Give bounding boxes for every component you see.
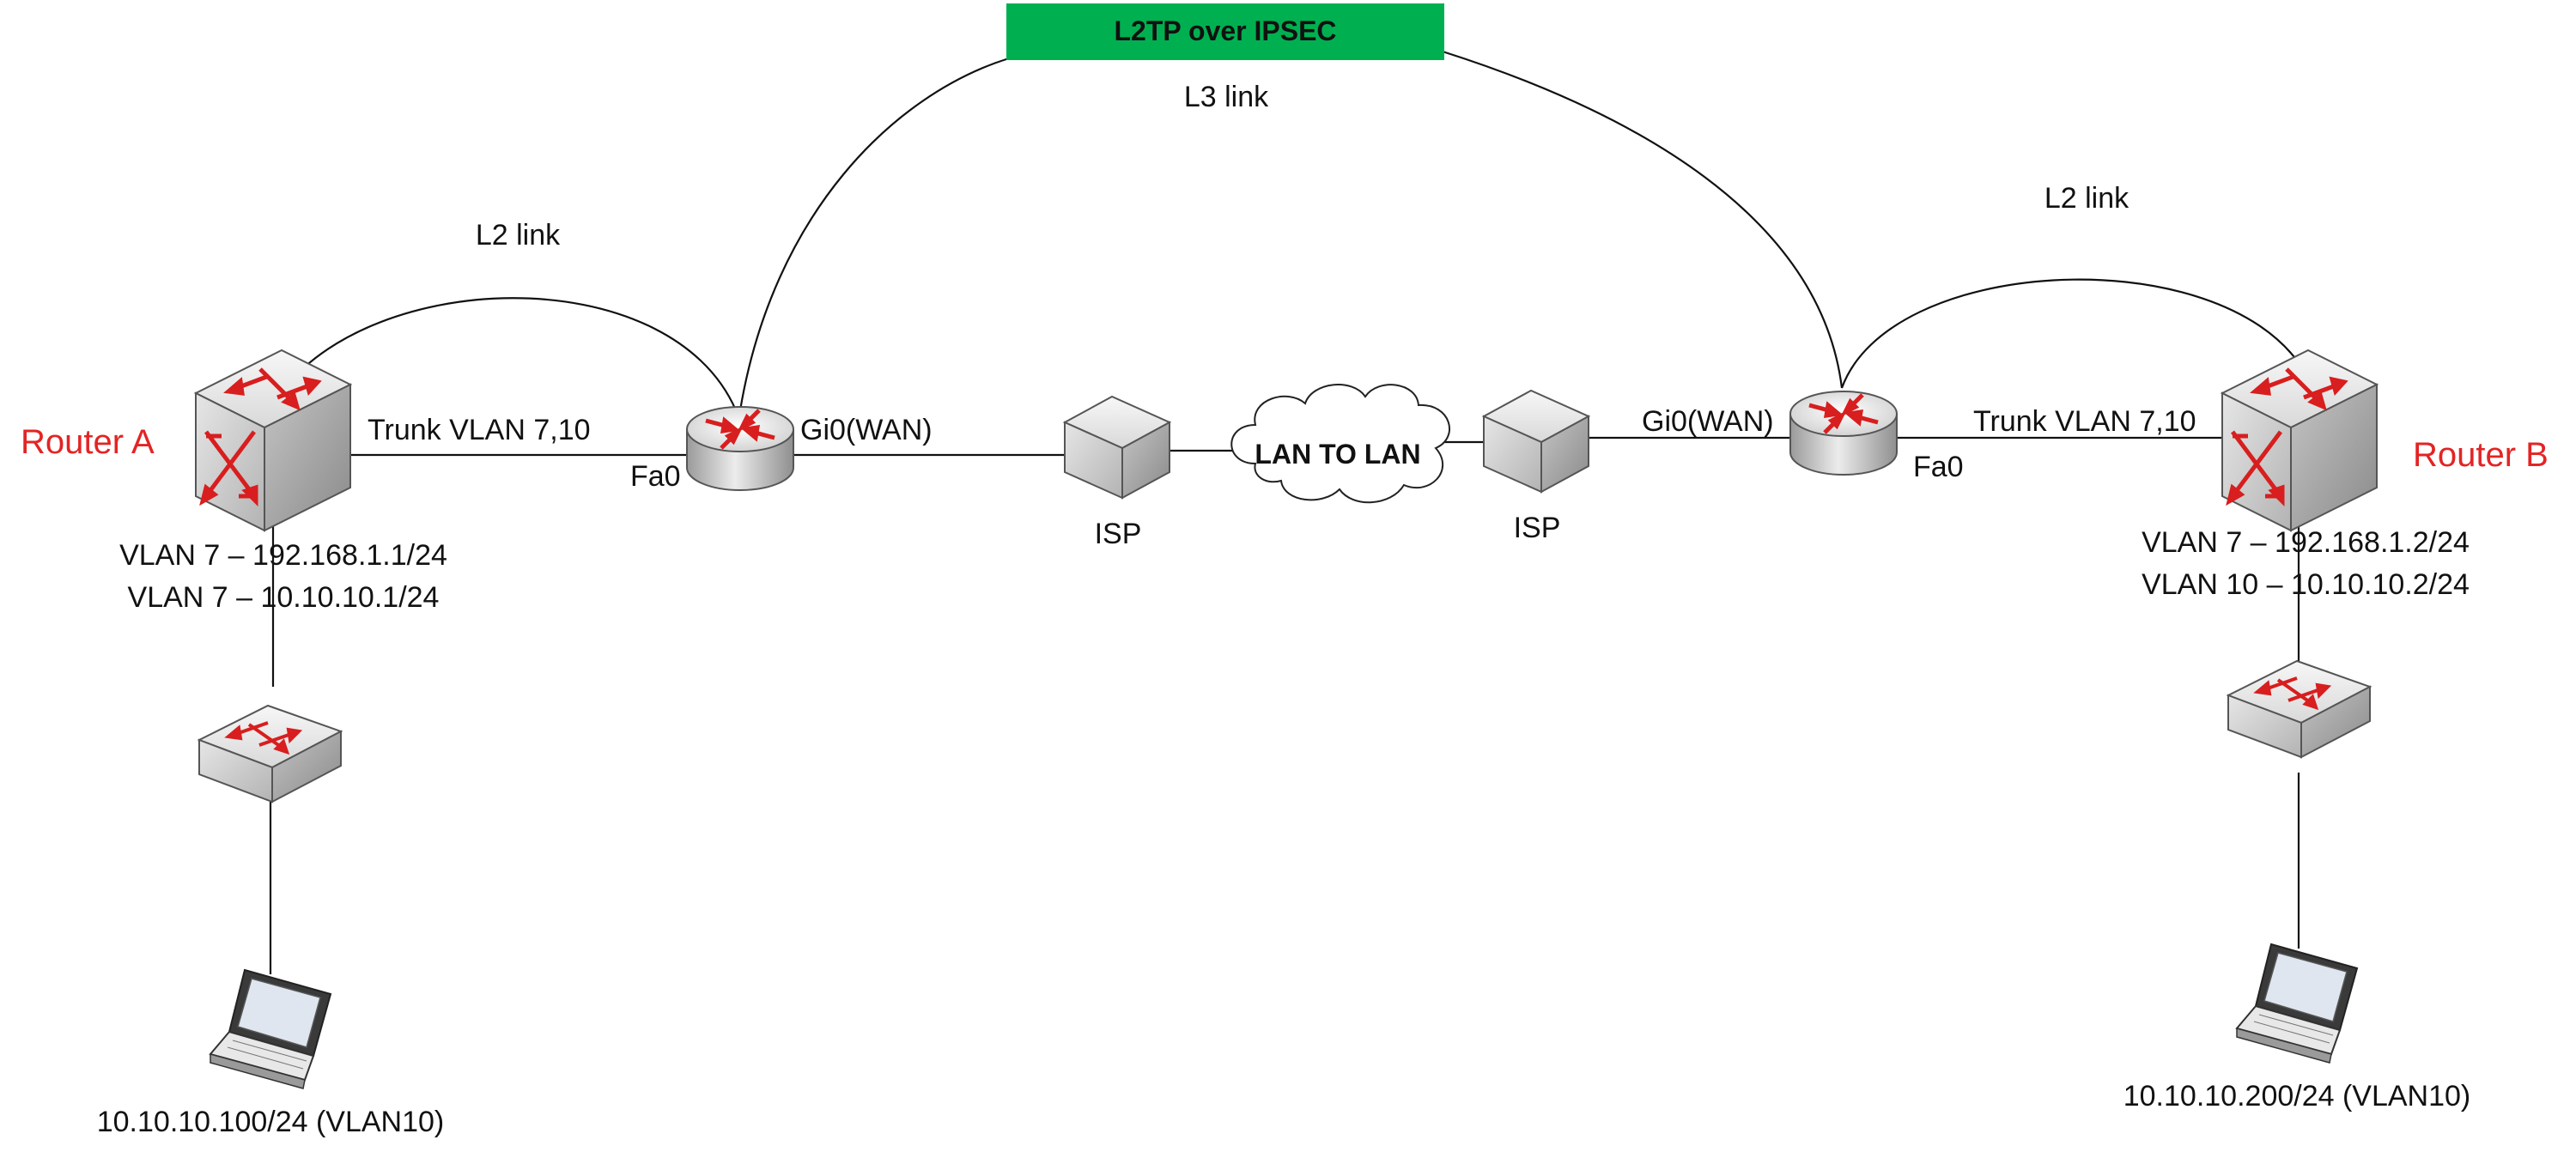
connections: [269, 50, 2300, 974]
right-host-address: 10.10.10.200/24 (VLAN10): [2123, 1080, 2471, 1113]
l2-link-arc-left: [272, 297, 738, 411]
tunnel-label: L2TP over IPSEC: [1114, 15, 1336, 46]
layer3-switch-icon: [2220, 349, 2379, 532]
trunk-label-left: Trunk VLAN 7,10: [368, 414, 591, 446]
switch-icon: [2226, 659, 2372, 759]
lan-to-lan-cloud: LAN TO LAN: [1230, 384, 1450, 504]
router-a-device[interactable]: [193, 349, 353, 532]
laptop-icon: [209, 968, 332, 1089]
layer3-switch-icon: [193, 349, 353, 532]
switch-icon: [197, 704, 343, 803]
left-router-device[interactable]: [686, 406, 794, 491]
fa0-label-left: Fa0: [630, 460, 681, 493]
router-a-vlan-line1: VLAN 7 – 192.168.1.1/24: [119, 539, 447, 572]
left-isp-device[interactable]: [1062, 395, 1172, 500]
l3-link-label: L3 link: [1184, 81, 1269, 113]
cloud-label: LAN TO LAN: [1255, 439, 1420, 470]
laptop-icon: [2235, 943, 2359, 1064]
isp-label-left: ISP: [1095, 518, 1142, 550]
tunnel-banner: L2TP over IPSEC: [1006, 3, 1444, 60]
router-a-vlan-line2: VLAN 7 – 10.10.10.1/24: [128, 581, 440, 614]
tunnel-banner-bg: [1006, 3, 1444, 60]
isp-box-icon: [1481, 389, 1591, 494]
l3-link-arc: [738, 57, 1010, 411]
l2-link-label-right: L2 link: [2044, 182, 2129, 215]
right-router-device[interactable]: [1789, 391, 1898, 476]
cloud-icon: [1230, 384, 1450, 504]
right-access-switch[interactable]: [2226, 659, 2372, 759]
l3-link-arc-right: [1442, 50, 1844, 389]
trunk-label-right: Trunk VLAN 7,10: [1973, 405, 2196, 438]
router-b-label: Router B: [2413, 436, 2549, 474]
left-host-address: 10.10.10.100/24 (VLAN10): [97, 1106, 445, 1138]
router-icon: [1789, 391, 1898, 476]
router-b-vlan-line1: VLAN 7 – 192.168.1.2/24: [2142, 526, 2470, 559]
l2-link-arc-right: [1840, 278, 2298, 389]
router-b-device[interactable]: [2220, 349, 2379, 532]
fa0-label-right: Fa0: [1913, 451, 1964, 483]
left-host-laptop[interactable]: [209, 968, 332, 1089]
isp-box-icon: [1062, 395, 1172, 500]
router-icon: [686, 406, 794, 491]
left-access-switch[interactable]: [197, 704, 343, 803]
router-a-label: Router A: [21, 423, 155, 461]
l2-link-label-left: L2 link: [476, 219, 561, 252]
right-host-laptop[interactable]: [2235, 943, 2359, 1064]
right-isp-device[interactable]: [1481, 389, 1591, 494]
wan-label-left: Gi0(WAN): [800, 414, 933, 446]
wan-label-right: Gi0(WAN): [1642, 405, 1774, 438]
router-b-vlan-line2: VLAN 10 – 10.10.10.2/24: [2142, 568, 2470, 601]
isp-label-right: ISP: [1514, 512, 1561, 544]
